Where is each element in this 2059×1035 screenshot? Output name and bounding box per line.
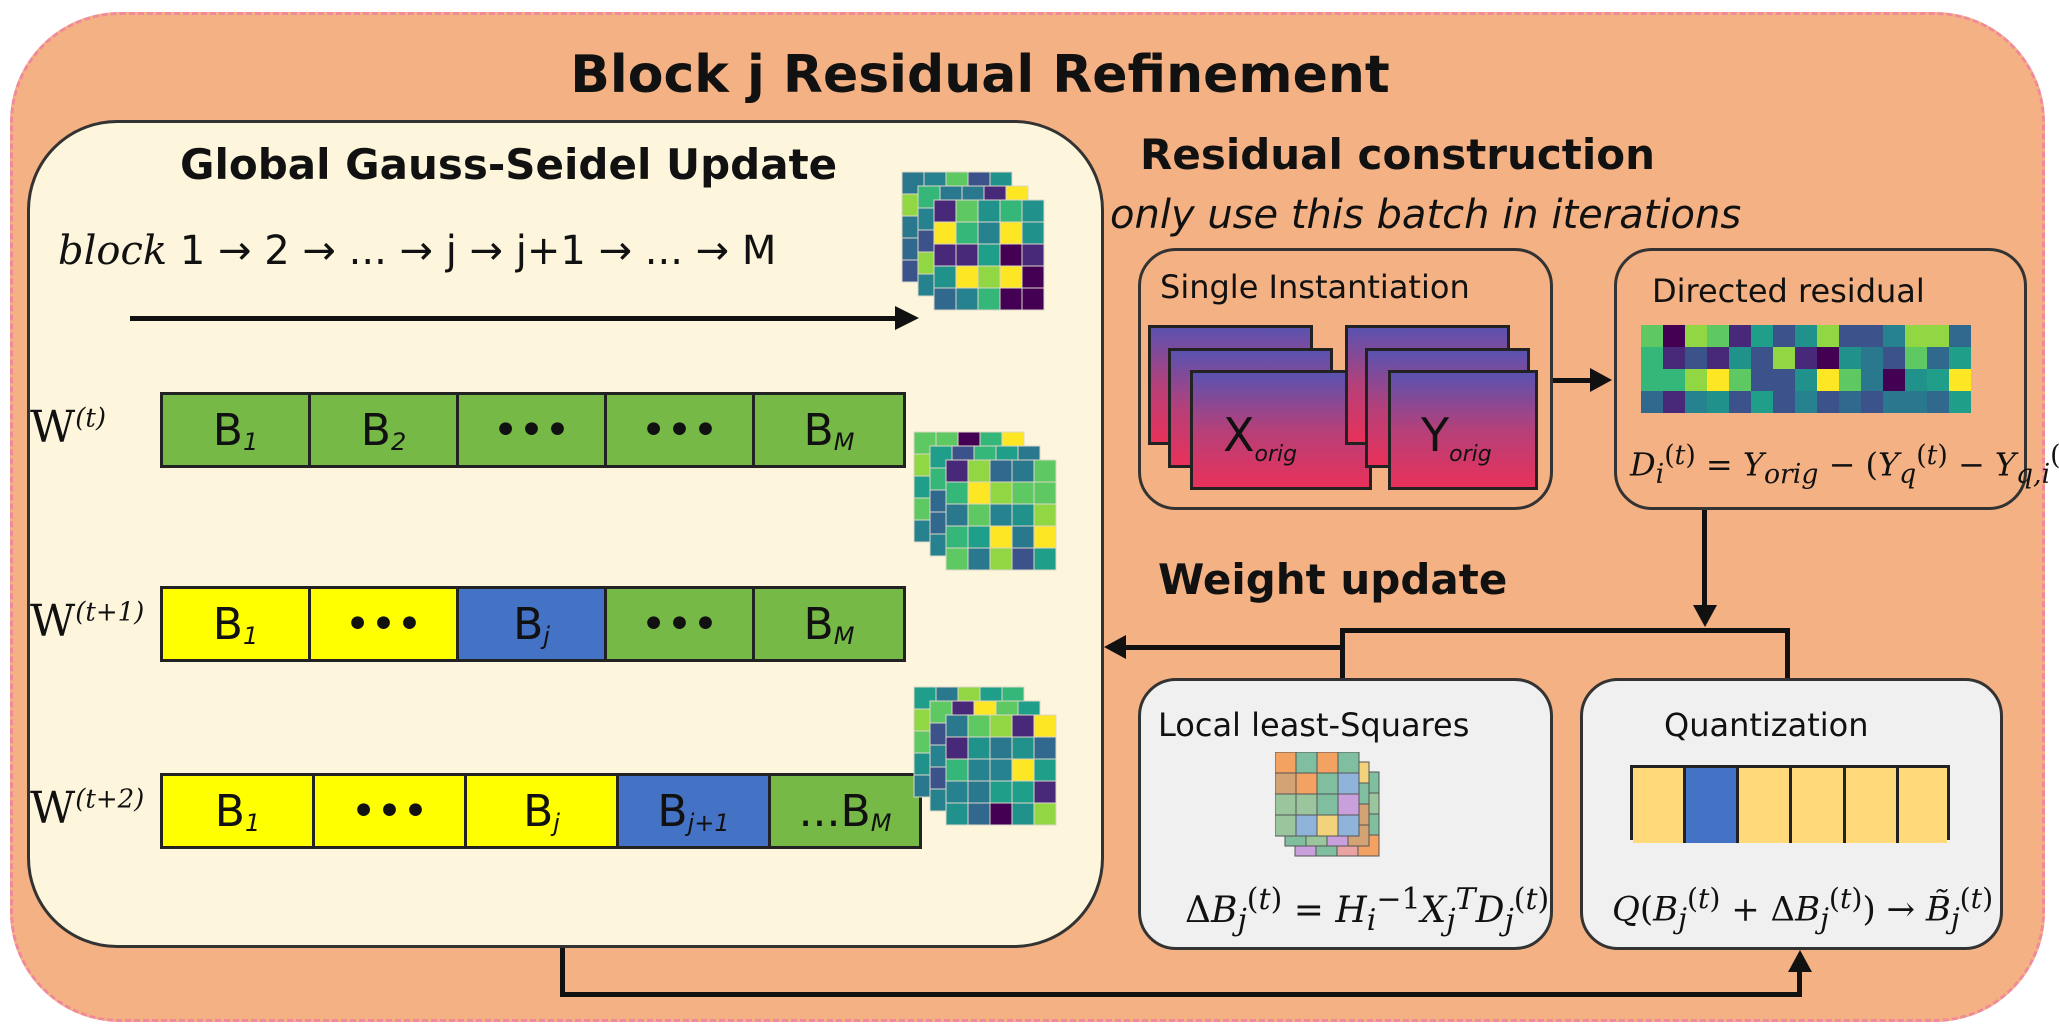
quant-cell [1792,768,1846,843]
heatmap-stack-icon-3 [913,686,1057,826]
residual-down-line [1702,510,1707,610]
split-horizontal-line [1340,628,1790,633]
block-cell: ••• [459,395,607,465]
quantization-bar [1630,765,1950,843]
loop-up-head [1788,950,1812,972]
loop-bottom-line [560,992,1802,997]
sequence-arrow-line [130,316,900,321]
least-squares-label: Local least-Squares [1158,706,1470,744]
sequence-text: 1 → 2 → ... → j → j+1 → ... → M [179,228,777,274]
arrow-to-residual-head [1590,368,1612,392]
y-orig-card: Yorig [1388,370,1538,490]
sequence-word: block [58,228,168,274]
quant-cell-active [1686,768,1740,843]
block-cell: ••• [311,589,459,659]
residual-heading: Residual construction [1140,130,1656,179]
residual-formula: Di(t) = Yorig − (Yq(t) − Yq,i(t)) [1630,440,2059,491]
heatmap-stack-icon-1 [901,171,1045,311]
quant-cell [1739,768,1793,843]
weight-update-heading: Weight update [1158,555,1508,604]
single-instantiation-label: Single Instantiation [1160,268,1470,306]
diagram-title: Block j Residual Refinement [570,45,1390,105]
quantization-label: Quantization [1664,706,1869,744]
to-global-line [1125,645,1343,650]
weight-row-label: W(t) [30,402,106,453]
heatmap-stack-icon-2 [913,431,1057,571]
weight-row-label: W(t+1) [30,596,145,647]
color-cube-icon [1275,752,1380,857]
to-global-head [1104,635,1126,659]
quantization-formula: Q(Bj(t) + ΔBj(t)) → B̃j(t) [1612,882,1994,936]
loop-up-line [1797,968,1802,997]
least-squares-formula: ΔBj(t) = Hi−1XjTDj(t) [1185,882,1550,939]
weight-row-label: W(t+2) [30,783,145,834]
block-sequence: block 1 → 2 → ... → j → j+1 → ... → M [58,228,776,274]
arrow-to-residual-line [1553,378,1593,383]
block-cell: ••• [315,776,467,846]
sequence-arrow-head [895,306,919,330]
y-orig-label: Yorig [1421,408,1492,468]
split-left-drop [1340,628,1345,678]
block-cell: ••• [607,589,755,659]
quant-cell [1633,768,1687,843]
quant-cell [1845,768,1899,843]
residual-heatmap [1641,325,1971,413]
loop-down-line [560,948,565,996]
block-cell: ••• [607,395,755,465]
split-right-drop [1785,628,1790,678]
x-orig-label: Xorig [1223,408,1298,468]
global-update-title: Global Gauss-Seidel Update [180,140,838,189]
residual-note: only use this batch in iterations [1110,192,1742,238]
directed-residual-label: Directed residual [1652,272,1925,310]
residual-down-head [1693,605,1717,627]
quant-cell [1898,768,1947,843]
